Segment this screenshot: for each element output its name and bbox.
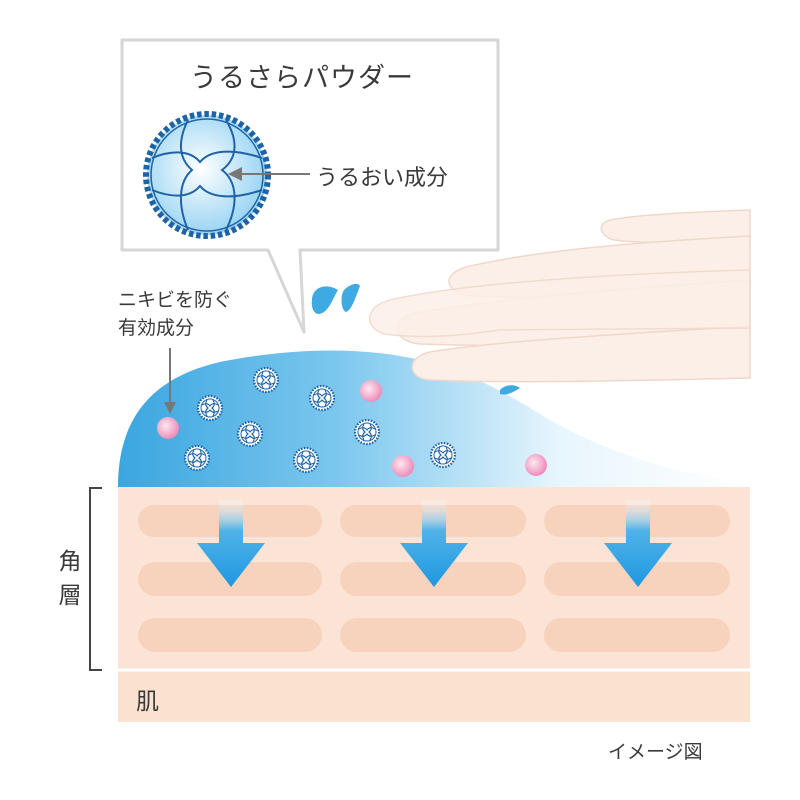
skin-label: 肌 bbox=[136, 689, 159, 715]
acne-prevention-particles bbox=[157, 380, 547, 477]
image-note: イメージ図 bbox=[608, 741, 703, 763]
moisture-label-pointer bbox=[228, 167, 310, 181]
moisture-label: うるおい成分 bbox=[316, 166, 449, 191]
bracket-icon bbox=[89, 487, 102, 671]
callout-title: うるさらパウダー bbox=[190, 63, 414, 94]
skin-layer bbox=[118, 670, 750, 722]
stratum-label-char1: 角 bbox=[58, 549, 82, 575]
splash-droplets bbox=[311, 283, 520, 395]
acne-label-line1: ニキビを防ぐ bbox=[118, 289, 233, 311]
stratum-corneum-label: 角 層 bbox=[58, 545, 82, 613]
powder-detail-icon bbox=[143, 111, 271, 239]
acne-label-pointer bbox=[164, 348, 176, 414]
stratum-label-char2: 層 bbox=[58, 583, 82, 609]
acne-label-line2: 有効成分 bbox=[118, 317, 195, 339]
acne-ingredient-label: ニキビを防ぐ 有効成分 bbox=[118, 286, 232, 342]
arrow-down-icon bbox=[197, 500, 672, 587]
hand-illustration bbox=[368, 209, 751, 383]
